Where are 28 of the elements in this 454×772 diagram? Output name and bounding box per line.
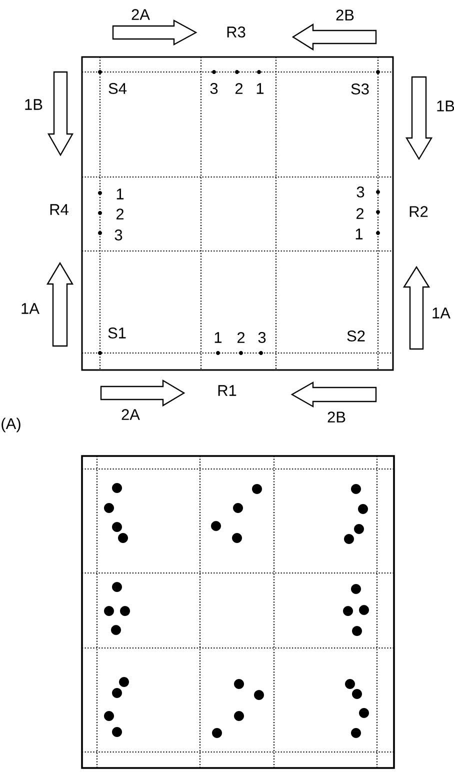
arrow-label: 1A (432, 308, 450, 318)
side-label: R2 (410, 206, 428, 217)
position-label: S4 (108, 83, 127, 94)
arrow-label: 1B (25, 99, 42, 110)
number-label: 1 (116, 188, 124, 200)
arrow-label: 2A (132, 9, 150, 20)
number-label: 1 (356, 228, 363, 240)
number-label: 1 (214, 332, 222, 343)
arrow-label: 1B (437, 100, 454, 112)
number-label: 2 (235, 83, 243, 94)
position-label: S2 (347, 330, 365, 342)
panel-label: (A) (2, 418, 20, 432)
number-label: 3 (114, 230, 122, 240)
arrow-label: 2B (328, 412, 346, 422)
arrow-label: 2B (336, 10, 354, 20)
number-label: 2 (237, 332, 245, 343)
position-label: S3 (351, 84, 369, 94)
arrow-label: 1A (22, 303, 40, 314)
position-label: S1 (108, 328, 126, 338)
arrow-label: 2A (122, 409, 140, 420)
number-label: 3 (258, 332, 266, 343)
number-label: 3 (356, 186, 364, 198)
side-label: R3 (227, 26, 246, 38)
number-label: 3 (210, 83, 218, 94)
number-label: 1 (256, 83, 264, 94)
number-label: 2 (116, 208, 124, 220)
side-label: R1 (218, 385, 236, 396)
number-label: 2 (356, 208, 364, 219)
